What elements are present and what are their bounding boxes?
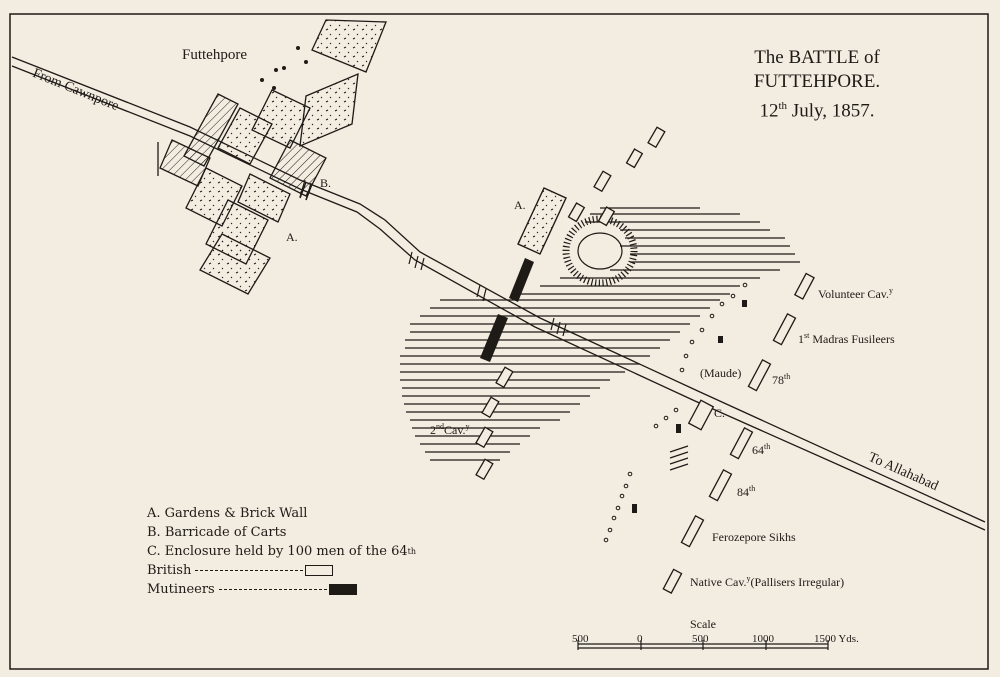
marker-b: B.	[320, 176, 332, 190]
gardens-block-a	[517, 187, 567, 255]
scale-tick-3: 1000	[752, 633, 774, 645]
title-date: 12th July, 1857.	[759, 100, 875, 122]
town-marks	[260, 46, 308, 90]
scale-tick-2: 500	[692, 633, 709, 645]
legend-british: British	[147, 561, 416, 580]
legend-a: A. Gardens & Brick Wall	[147, 506, 308, 521]
marker-a-town: A.	[286, 230, 298, 244]
mutineer-line	[480, 258, 534, 362]
battery-marks	[669, 445, 689, 471]
town-label: Futtehpore	[182, 47, 247, 63]
scale-title: Scale	[690, 617, 716, 631]
british-guns	[632, 300, 747, 513]
label-madras-fusileers: 1st Madras Fusileers	[798, 331, 895, 346]
legend-b: B. Barricade of Carts	[147, 525, 287, 540]
label-maude: (Maude)	[700, 366, 742, 380]
hill	[562, 215, 638, 287]
battlefield-terrain	[400, 207, 800, 461]
label-ferozepore-sikhs: Ferozepore Sikhs	[712, 530, 796, 544]
scale-tick-4: 1500 Yds.	[814, 633, 859, 645]
map-border	[9, 13, 989, 670]
barricade-of-carts	[299, 181, 313, 201]
map-title: The BATTLE of FUTTEHPORE. 12th July, 185…	[712, 46, 922, 123]
scale-tick-1: 0	[637, 633, 643, 645]
mutineer-markers	[475, 126, 666, 481]
label-native-cav: Native Cav.y(Pallisers Irregular)	[690, 574, 845, 589]
scale-bar	[577, 640, 829, 650]
title-line-1: The BATTLE of	[754, 47, 880, 68]
marker-a-field: A.	[514, 198, 526, 212]
map-legend: A. Gardens & Brick Wall B. Barricade of …	[147, 504, 416, 599]
marker-c: C.	[714, 406, 726, 420]
title-line-2: FUTTEHPORE.	[753, 71, 881, 92]
label-64th: 64th	[752, 442, 771, 457]
legend-mutineers: Mutineers	[147, 580, 416, 599]
scale-tick-0: 500	[572, 633, 589, 645]
skirmishers	[603, 282, 748, 543]
road-ticks	[299, 179, 567, 337]
label-2nd-cav: 2ndCav.y	[430, 422, 470, 437]
label-volunteer-cav: Volunteer Cav.y	[818, 286, 893, 301]
british-units	[662, 272, 815, 594]
label-84th: 84th	[737, 484, 756, 499]
label-78th: 78th	[772, 372, 791, 387]
futtehpore-town	[157, 19, 387, 295]
